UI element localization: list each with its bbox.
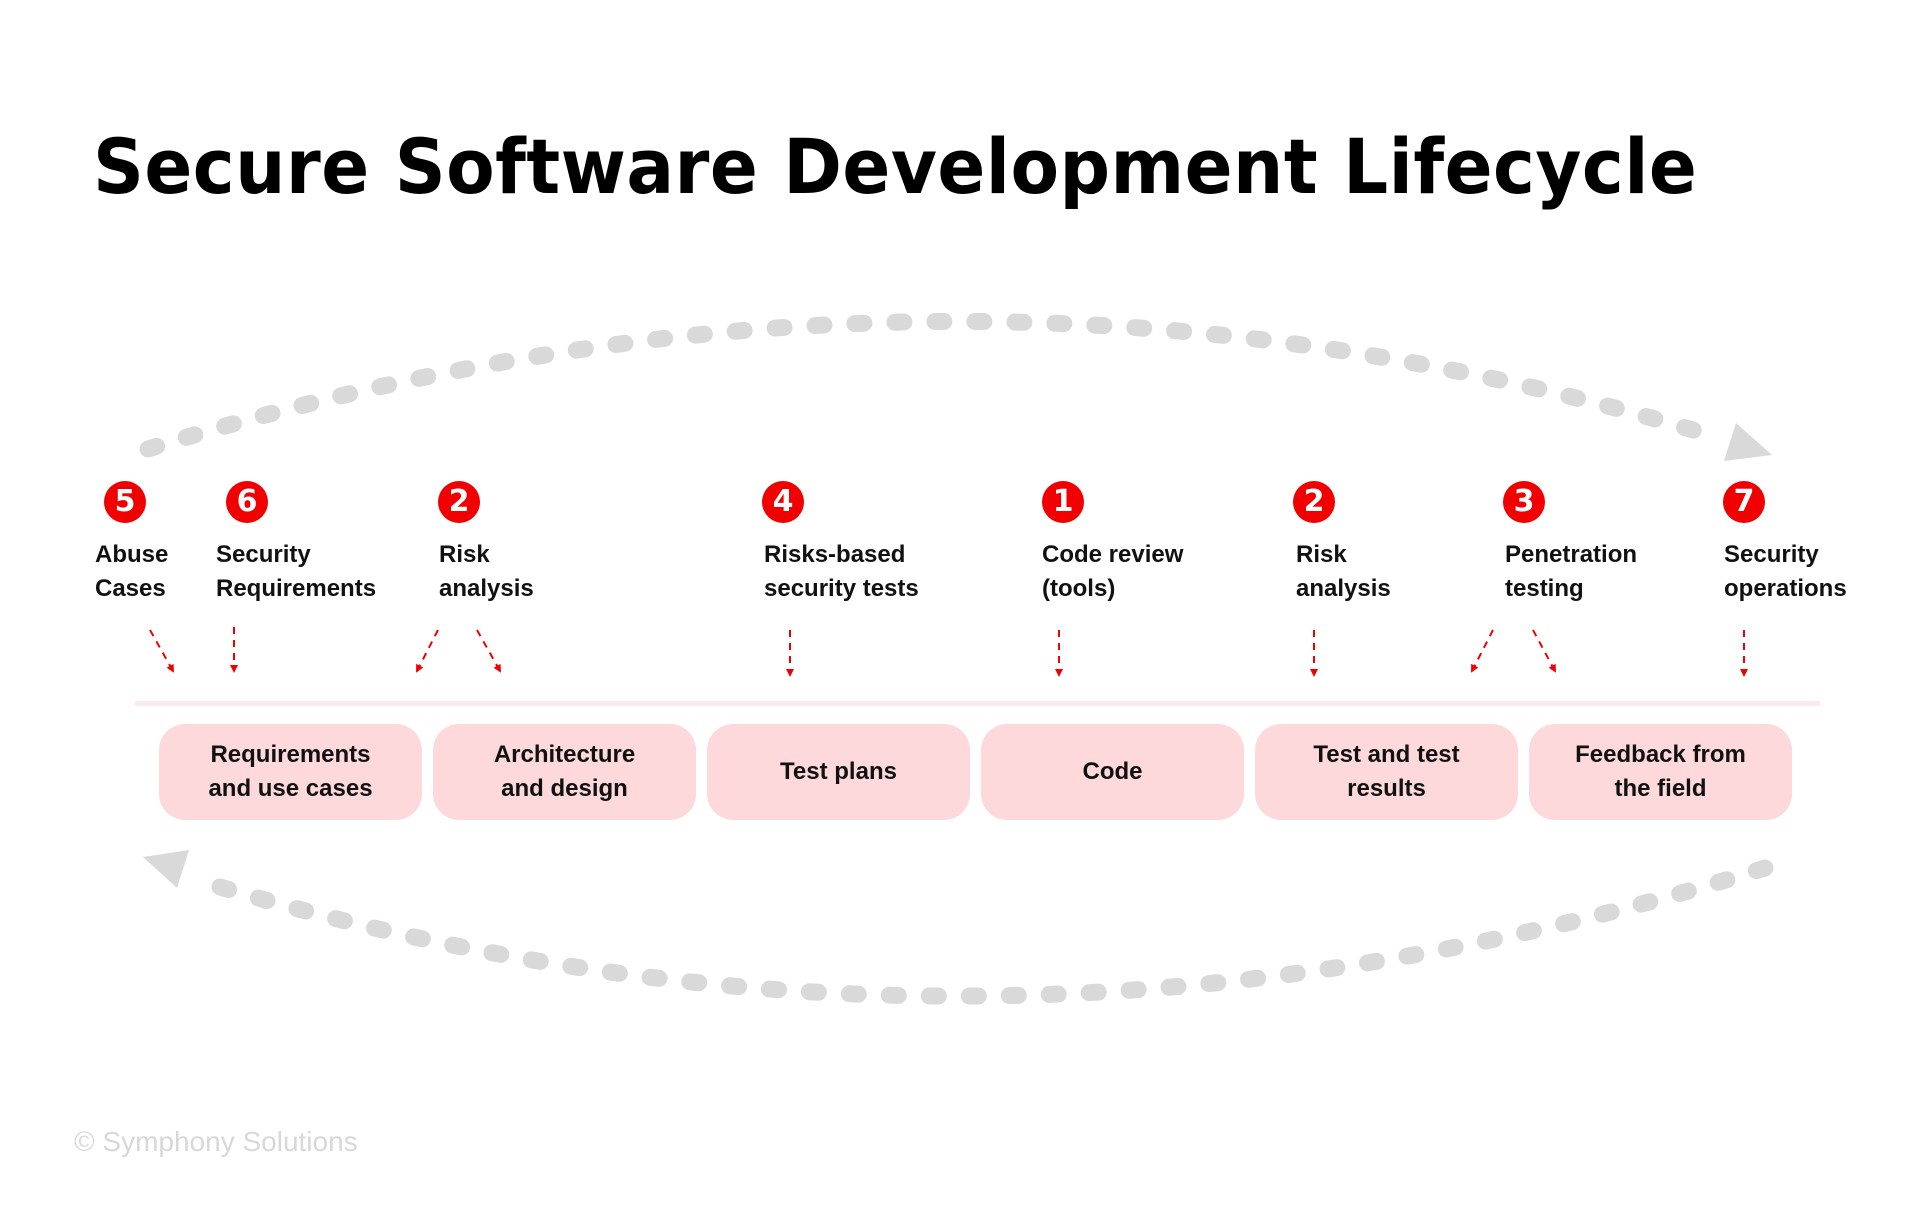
phase-line: the field: [1614, 775, 1707, 802]
phase-test-plans: Test plans: [707, 724, 970, 820]
step-badge: 6: [226, 481, 268, 523]
arrow-risk-analysis-right: [476, 629, 501, 673]
phase-line: and use cases: [208, 775, 373, 802]
step-badge: 3: [1503, 481, 1545, 523]
label-line: Risk: [439, 541, 490, 568]
step-badge: 4: [762, 481, 804, 523]
phase-line: and design: [501, 775, 628, 802]
page-title: Secure Software Development Lifecycle: [93, 122, 1698, 211]
arrow-penetration-right: [1532, 629, 1556, 673]
label-line: analysis: [1296, 575, 1391, 602]
arrow-risk-analysis-left: [416, 629, 439, 673]
activity-label-risk-analysis: Risk analysis: [439, 538, 534, 606]
phase-line: Test and test: [1313, 741, 1460, 768]
activity-label-risk-based-tests: Risks-based security tests: [764, 538, 919, 606]
step-badge: 7: [1723, 481, 1765, 523]
label-line: Security: [216, 541, 311, 568]
label-line: Abuse: [95, 541, 169, 568]
phase-requirements: Requirements and use cases: [159, 724, 422, 820]
activity-label-risk-analysis-2: Risk analysis: [1296, 538, 1391, 606]
label-line: security tests: [764, 575, 919, 602]
top-loop-arrow: [139, 312, 1725, 458]
watermark: © Symphony Solutions: [74, 1126, 358, 1157]
phase-divider-line: [135, 701, 1820, 706]
phase-line: Architecture: [493, 741, 636, 768]
phase-line: Feedback from: [1575, 741, 1746, 768]
label-line: testing: [1505, 575, 1584, 602]
top-loop-arrowhead-icon: [1724, 423, 1772, 461]
label-line: (tools): [1042, 575, 1116, 602]
activity-label-penetration-testing: Penetration testing: [1505, 538, 1637, 606]
label-line: Cases: [95, 575, 166, 602]
step-badge: 2: [1293, 481, 1335, 523]
label-line: Risks-based: [764, 541, 906, 568]
phase-code: Code: [981, 724, 1244, 820]
label-line: operations: [1724, 575, 1847, 602]
phase-line: Test plans: [780, 758, 897, 785]
phase-architecture: Architecture and design: [433, 724, 696, 820]
phase-line: results: [1347, 775, 1426, 802]
activity-label-security-operations: Security operations: [1724, 538, 1847, 606]
label-line: analysis: [439, 575, 534, 602]
phase-line: Requirements: [210, 741, 371, 768]
label-line: Requirements: [216, 575, 377, 602]
arrow-penetration-left: [1471, 629, 1494, 673]
step-badge: 2: [438, 481, 480, 523]
phase-test-results: Test and test results: [1255, 724, 1518, 820]
activity-label-code-review: Code review (tools): [1042, 538, 1183, 606]
step-badge: 1: [1042, 481, 1084, 523]
bottom-loop-arrowhead-icon: [143, 850, 189, 888]
bottom-loop-arrow: [188, 859, 1774, 1005]
label-line: Risk: [1296, 541, 1347, 568]
label-line: Penetration: [1505, 541, 1638, 568]
arrow-abuse-cases: [149, 629, 174, 673]
label-line: Security: [1724, 541, 1819, 568]
label-line: Code review: [1042, 541, 1184, 568]
phase-feedback: Feedback from the field: [1529, 724, 1792, 820]
phase-line: Code: [1082, 758, 1143, 785]
step-badge: 5: [104, 481, 146, 523]
